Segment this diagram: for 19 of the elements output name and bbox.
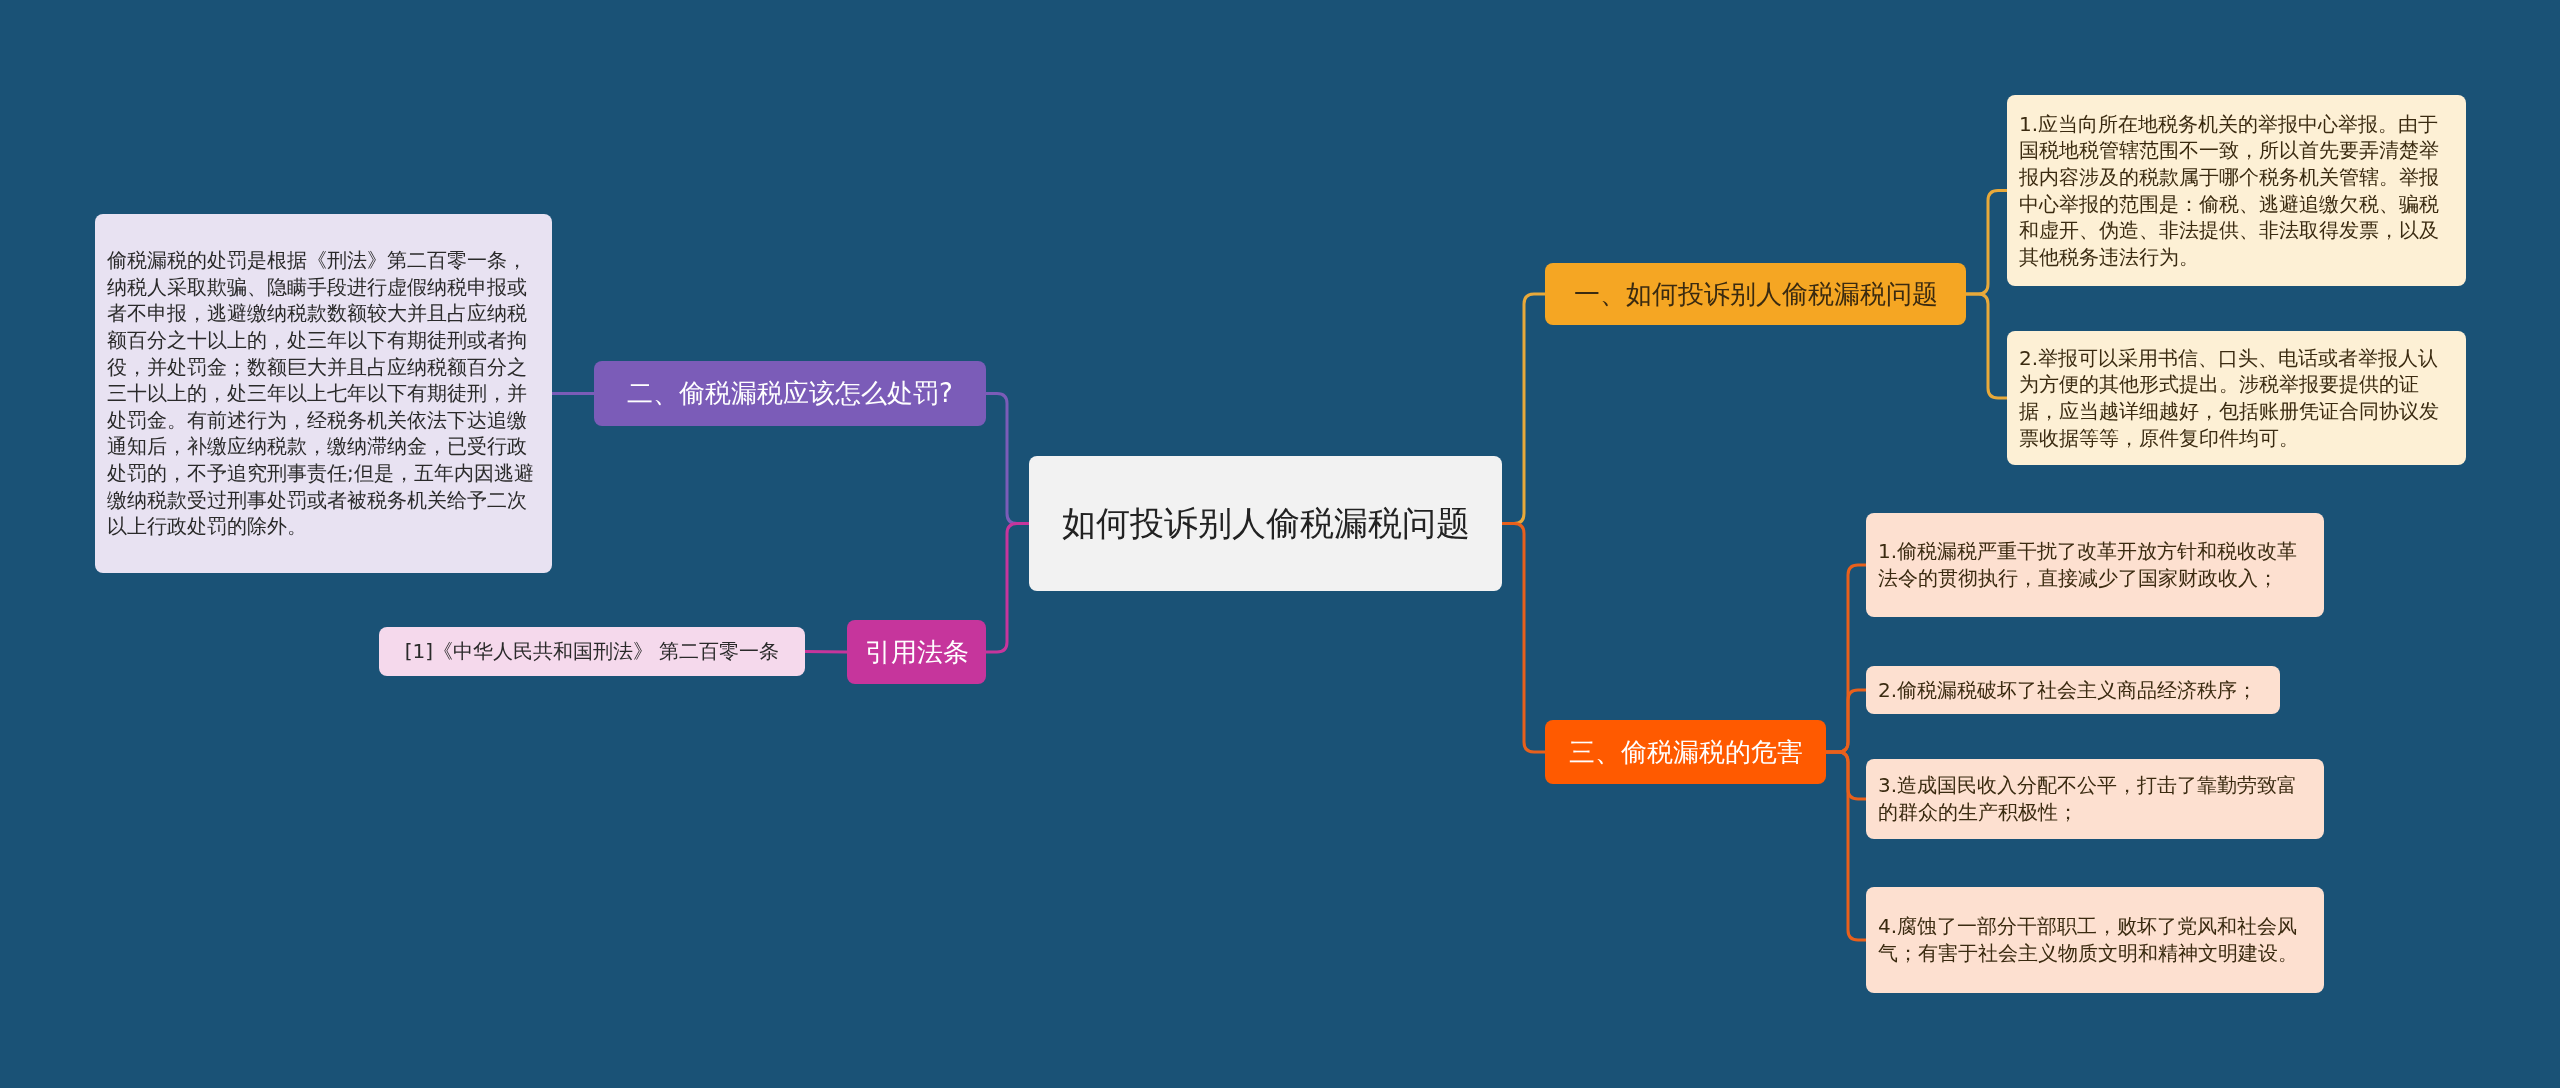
text-box: [1]《中华人民共和国刑法》 第二百零一条 xyxy=(379,627,805,676)
connector-line xyxy=(552,392,594,395)
connector-line xyxy=(1502,522,1545,754)
topic-box: 引用法条 xyxy=(847,620,986,684)
text-box: 偷税漏税的处罚是根据《刑法》第二百零一条，纳税人采取欺骗、隐瞒手段进行虚假纳税申报或者不申报，逃避缴纳税款数额较大并且占应纳税额百分之十以上的，处三年以下有期徒刑或者拘役，并处罚金；数额巨大并且占应纳税额百分之三十以上的，处三年以上七年以下有期徒刑，并处罚金。有前述行为，经税务机关依法下达追缴通知后，补缴应纳税款，缴纳滞纳金，已受行政处罚的，不予追究刑事责任;但是，五年内因逃避缴纳税款受过刑事处罚或者被税务机关给予二次以上行政处罚的除外。 xyxy=(95,214,552,573)
topic-box: 二、偷税漏税应该怎么处罚? xyxy=(594,361,986,426)
text-box: 4.腐蚀了一部分干部职工，败坏了党风和社会风气；有害于社会主义物质文明和精神文明建设。 xyxy=(1866,887,2324,993)
text-box: 1.应当向所在地税务机关的举报中心举报。由于国税地税管辖范围不一致，所以首先要弄清楚举报内容涉及的税款属于哪个税务机关管辖。举报中心举报的范围是：偷税、逃避追缴欠税、骗税和虚开、伪造、非法提供、非法取得发票，以及其他税务违法行为。 xyxy=(2007,95,2466,286)
text-box: 3.造成国民收入分配不公平，打击了靠勤劳致富的群众的生产积极性； xyxy=(1866,759,2324,839)
topic-box: 三、偷税漏税的危害 xyxy=(1545,720,1826,784)
connector-line xyxy=(986,522,1029,654)
connector-line xyxy=(805,650,847,654)
topic-box: 一、如何投诉别人偷税漏税问题 xyxy=(1545,263,1966,325)
text-box: 2.偷税漏税破坏了社会主义商品经济秩序； xyxy=(1866,666,2280,714)
connector-line xyxy=(1966,292,2007,400)
text-box: 2.举报可以采用书信、口头、电话或者举报人认为方便的其他形式提出。涉税举报要提供的证据，应当越详细越好，包括账册凭证合同协议发票收据等等，原件复印件均可。 xyxy=(2007,331,2466,465)
central-topic-box: 如何投诉别人偷税漏税问题 xyxy=(1029,456,1502,591)
text-box: 1.偷税漏税严重干扰了改革开放方针和税收改革法令的贯彻执行，直接减少了国家财政收入； xyxy=(1866,513,2324,617)
connector-line xyxy=(1826,750,1866,942)
